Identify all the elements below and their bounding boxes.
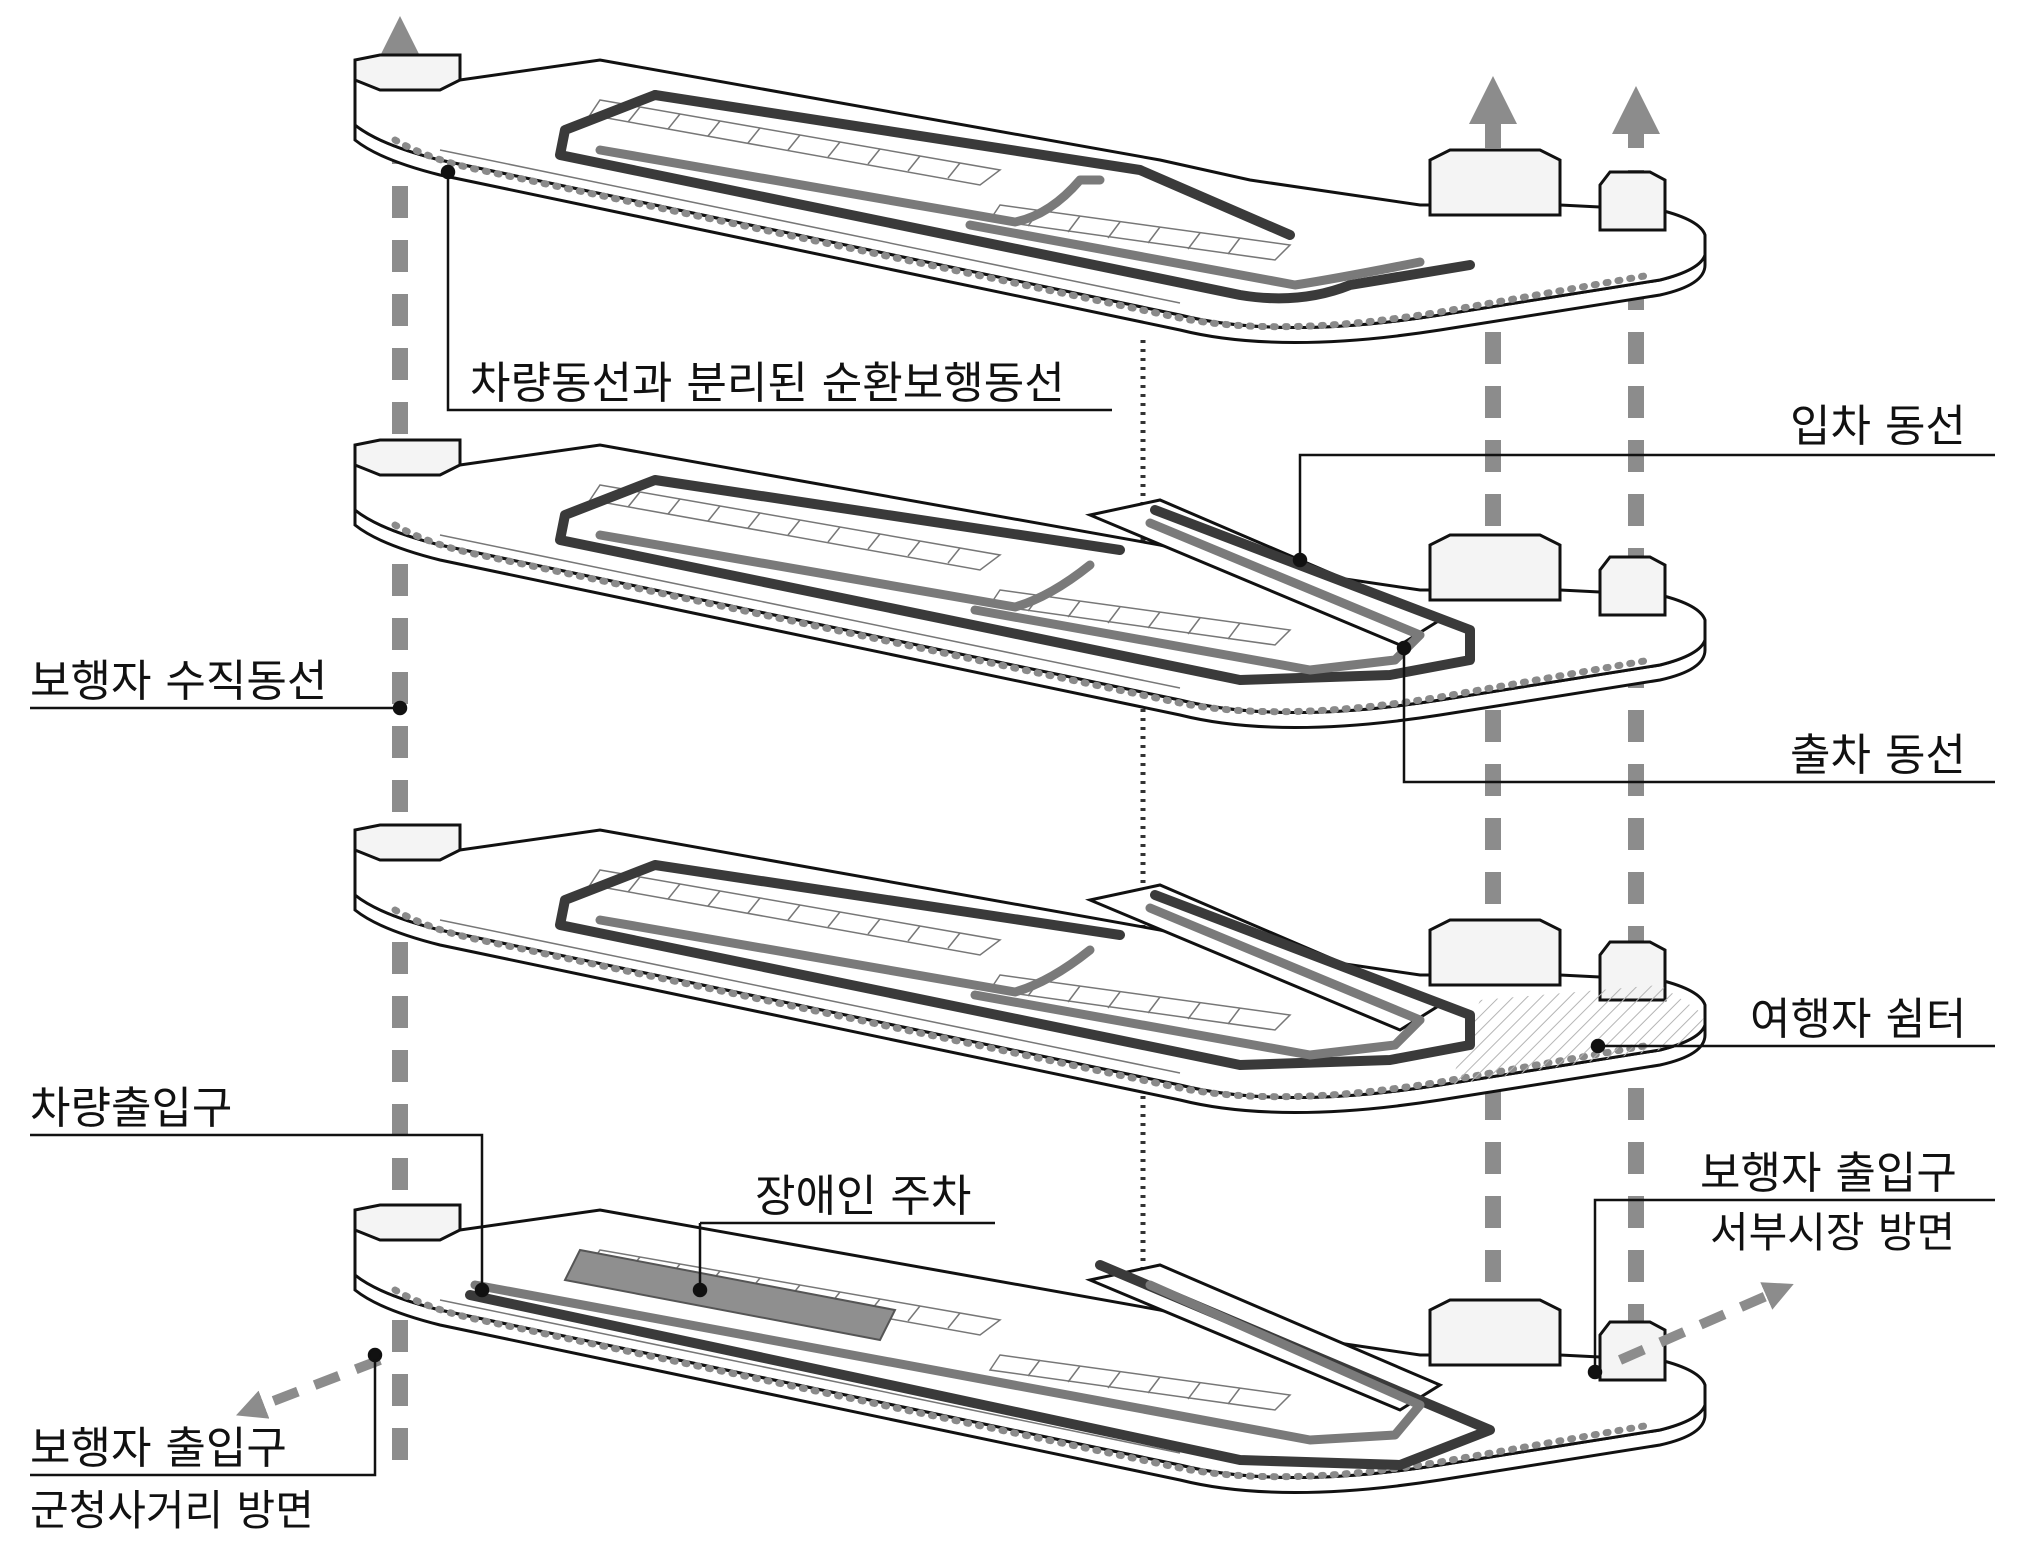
label-vehicle-entrance: 차량출입구 [30,1083,233,1134]
disabled-parking-area [563,1248,897,1342]
floor-3 [355,440,1705,728]
label-disabled-parking: 장애인 주차 [755,1171,972,1222]
floor-4 [355,55,1705,343]
label-pedestrian-vertical: 보행자 수직동선 [30,656,328,707]
label-exit-route: 출차 동선 [1790,730,1966,781]
label-pedestrian-entrance-east-sub: 서부시장 방면 [1710,1208,1956,1257]
label-pedestrian-entrance-east: 보행자 출입구 [1700,1148,1957,1199]
floor-2-vehicle-route [555,860,1475,1070]
shelter-area [1450,985,1705,1085]
label-pedestrian-entrance-west-sub: 군청사거리 방면 [30,1486,314,1535]
floor-2 [355,825,1705,1113]
leader-lines [30,164,1995,1477]
floor-1-vehicle-route [465,1260,1495,1470]
floor-1 [235,1205,1794,1493]
label-pedestrian-entrance-west: 보행자 출입구 [30,1423,287,1474]
floor-3-vehicle-route [555,475,1475,685]
floor-4-vehicle-route [555,90,1475,304]
label-circulation-pedestrian: 차량동선과 분리된 순환보행동선 [470,358,1065,409]
label-entry-route: 입차 동선 [1790,401,1966,452]
label-traveler-shelter: 여행자 쉼터 [1750,994,1967,1045]
